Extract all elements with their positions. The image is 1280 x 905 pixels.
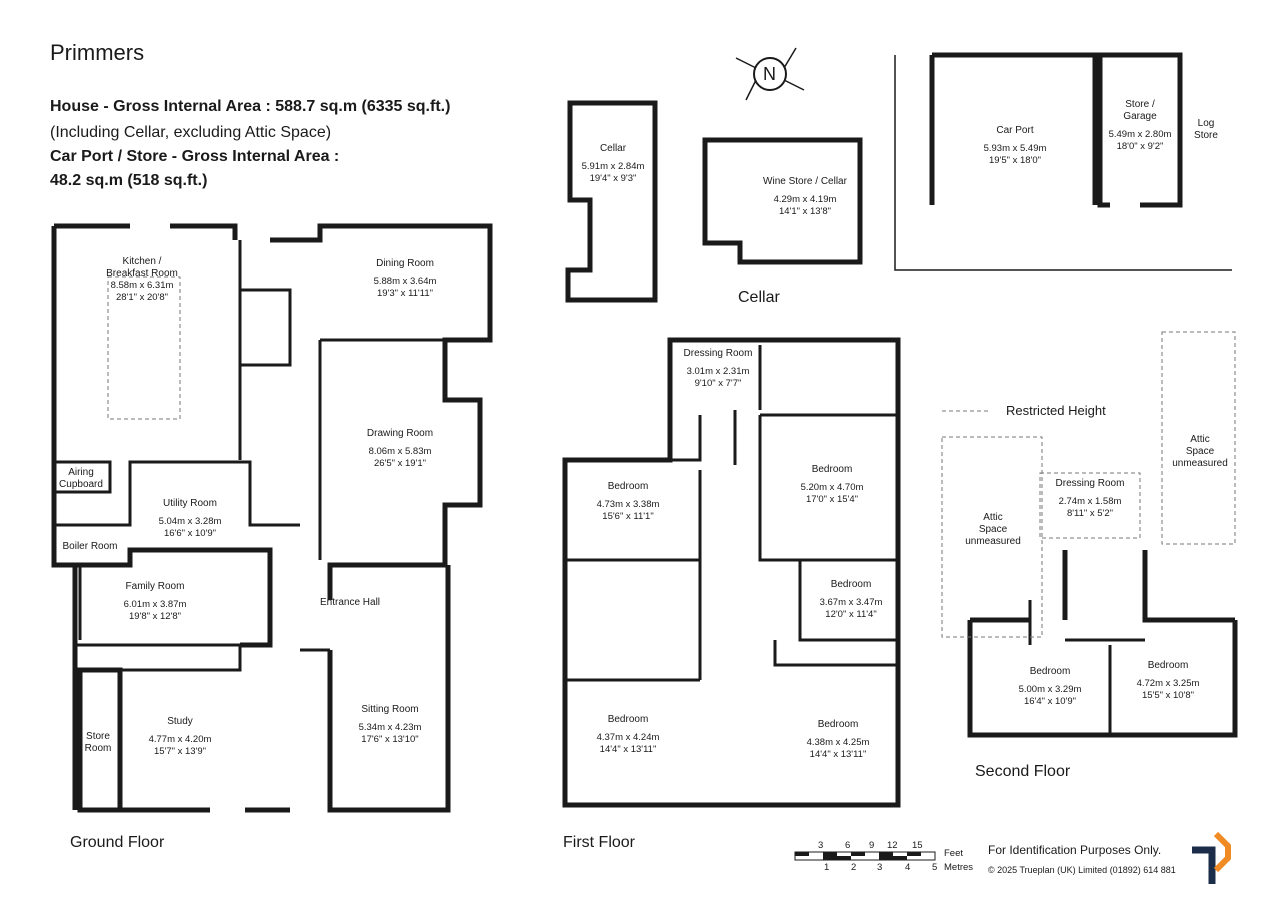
attic-space-left-label: Attic Space unmeasured	[965, 512, 1021, 547]
wine-cellar-walls	[702, 137, 863, 265]
wine-store-label: Wine Store / Cellar 4.29m x 4.19m 14'1" …	[763, 176, 847, 217]
store-room-label: Store Room	[84, 731, 112, 754]
scale-feet-label: Feet	[944, 848, 964, 859]
dining-room-label: Dining Room 5.88m x 3.64m 19'3" x 11'11"	[373, 258, 437, 299]
scale-feet-12: 12	[887, 840, 898, 851]
house-area-note: (Including Cellar, excluding Attic Space…	[50, 124, 332, 141]
dressing-room-outline	[1039, 472, 1141, 539]
compass-icon	[735, 47, 805, 101]
scale-feet-6: 6	[845, 840, 851, 851]
carport-area-line2: 48.2 sq.m (518 sq.ft.)	[50, 172, 208, 189]
second-floor-walls	[967, 550, 1238, 738]
log-store-label: Log Store	[1194, 118, 1218, 141]
first-inner-walls	[565, 345, 898, 682]
carport-area-line1: Car Port / Store - Gross Internal Area :	[50, 148, 340, 165]
scale-metre-3: 3	[877, 862, 883, 873]
dressing-room-1-label: Dressing Room 3.01m x 2.31m 9'10" x 7'7"	[683, 348, 753, 389]
cellar-floor-label: Cellar	[738, 289, 780, 306]
scale-feet-9: 9	[869, 840, 875, 851]
compass-label: N	[763, 64, 776, 84]
scale-metres-label: Metres	[944, 862, 974, 873]
bedroom-1-label: Bedroom 4.73m x 3.38m 15'6" x 11'1"	[596, 481, 660, 522]
first-floor-label: First Floor	[563, 834, 635, 851]
drawing-room-label: Drawing Room 8.06m x 5.83m 26'5" x 19'1"	[366, 428, 434, 469]
bedroom-7-label: Bedroom 4.72m x 3.25m 15'5" x 10'8"	[1136, 660, 1200, 701]
bedroom-2-label: Bedroom 5.20m x 4.70m 17'0" x 15'4"	[800, 464, 864, 505]
carport-label: Car Port 5.93m x 5.49m 19'5" x 18'0"	[983, 125, 1047, 166]
bedroom-5-label: Bedroom 4.38m x 4.25m 14'4" x 13'11"	[806, 719, 870, 760]
copyright: © 2025 Trueplan (UK) Limited (01892) 614…	[988, 865, 1176, 875]
cellar-walls	[565, 100, 658, 303]
second-floor-label: Second Floor	[975, 763, 1071, 780]
scale-feet-3: 3	[818, 840, 824, 851]
airing-cupboard-label: Airing Cupboard	[59, 467, 103, 490]
ground-inner-walls	[54, 240, 445, 672]
dressing-room-2-label: Dressing Room 2.74m x 1.58m 8'11" x 5'2"	[1055, 478, 1125, 519]
store-garage-label: Store / Garage 5.49m x 2.80m 18'0" x 9'2…	[1108, 99, 1172, 152]
scale-metre-5: 5	[932, 862, 938, 873]
house-area: House - Gross Internal Area : 588.7 sq.m…	[50, 98, 451, 115]
scale-metre-1: 1	[824, 862, 830, 873]
disclaimer: For Identification Purposes Only.	[988, 843, 1162, 857]
kitchen-island-outline	[107, 276, 181, 420]
utility-room-label: Utility Room 5.04m x 3.28m 16'6" x 10'9"	[158, 498, 222, 539]
attic-space-right-label: Attic Space unmeasured	[1172, 434, 1228, 469]
carport-boundary	[894, 55, 1232, 271]
bedroom-3-label: Bedroom 3.67m x 3.47m 12'0" x 11'4"	[819, 579, 883, 620]
property-title: Primmers	[50, 40, 145, 65]
boiler-room-label: Boiler Room	[62, 541, 118, 552]
restricted-height-label: Restricted Height	[1006, 403, 1106, 418]
study-label: Study 4.77m x 4.20m 15'7" x 13'9"	[148, 716, 212, 757]
attic-space-left	[941, 436, 1043, 638]
entrance-hall-label: Entrance Hall	[319, 597, 381, 608]
scale-bar	[794, 851, 936, 861]
cellar-room-label: Cellar 5.91m x 2.84m 19'4" x 9'3"	[581, 143, 645, 184]
sitting-room-label: Sitting Room 5.34m x 4.23m 17'6" x 13'10…	[358, 704, 422, 745]
trueplan-logo	[1192, 831, 1231, 884]
ground-floor-label: Ground Floor	[70, 834, 165, 851]
family-room-label: Family Room 6.01m x 3.87m 19'8" x 12'8"	[123, 581, 187, 622]
carport-walls	[929, 52, 1183, 208]
bedroom-4-label: Bedroom 4.37m x 4.24m 14'4" x 13'11"	[596, 714, 660, 755]
scale-metre-2: 2	[851, 862, 857, 873]
scale-feet-15: 15	[912, 840, 923, 851]
scale-metre-4: 4	[905, 862, 911, 873]
kitchen-label: Kitchen / Breakfast Room 8.58m x 6.31m 2…	[106, 256, 178, 303]
attic-space-right	[1161, 331, 1236, 545]
bedroom-6-label: Bedroom 5.00m x 3.29m 16'4" x 10'9"	[1018, 666, 1082, 707]
